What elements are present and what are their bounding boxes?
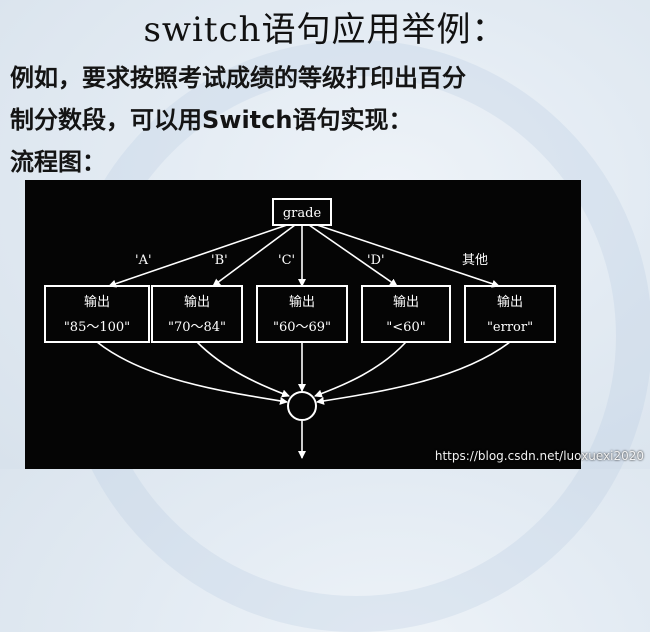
merge-arrows (96, 341, 511, 459)
text-line-3: 流程图： (10, 148, 106, 176)
output-box-3-title: 输出 (289, 294, 315, 310)
branch-label-other: 其他 (462, 253, 488, 268)
merge-arrow-4 (314, 341, 407, 398)
watermark: https://blog.csdn.net/luoxuexi2020 (434, 449, 644, 463)
branch-arrow-a (108, 224, 288, 288)
output-box-3: 输出 "60～69" (256, 285, 348, 343)
output-box-4-value: "<60" (386, 320, 425, 335)
output-box-3-value: "60～69" (273, 320, 331, 335)
text-line-2: 制分数段，可以用Switch语句实现： (10, 106, 413, 134)
branch-label-d: 'D' (367, 253, 385, 268)
slide-title: switch语句应用举例： (143, 10, 507, 50)
branch-arrow-b (212, 224, 296, 287)
output-box-2: 输出 "70～84" (151, 285, 243, 343)
flowchart: grade 'A' 'B' 'C' 'D' 其他 输出 "85～100" 输出 … (44, 198, 556, 459)
junction-circle (287, 391, 317, 421)
text-line-1: 例如，要求按照考试成绩的等级打印出百分 (10, 64, 466, 92)
output-box-5-value: "error" (487, 320, 533, 335)
output-box-5: 输出 "error" (464, 285, 556, 343)
branch-label-a: 'A' (135, 253, 152, 268)
output-box-1-title: 输出 (84, 294, 110, 310)
output-box-5-title: 输出 (497, 294, 523, 310)
output-box-4: 输出 "<60" (361, 285, 451, 343)
branch-arrows (108, 224, 500, 288)
merge-arrow-1 (96, 341, 288, 405)
branch-label-c: 'C' (278, 253, 295, 268)
flowchart-canvas: grade 'A' 'B' 'C' 'D' 其他 输出 "85～100" 输出 … (25, 180, 581, 469)
branch-arrow-d (308, 224, 398, 287)
merge-arrow-5 (316, 341, 511, 405)
output-box-2-title: 输出 (184, 294, 210, 310)
branch-arrow-other (316, 224, 500, 288)
output-box-2-value: "70～84" (168, 320, 226, 335)
branch-label-b: 'B' (211, 253, 228, 268)
output-box-1-value: "85～100" (64, 320, 130, 335)
output-box-4-title: 输出 (393, 294, 419, 310)
grade-node-label: grade (283, 206, 322, 221)
output-box-1: 输出 "85～100" (44, 285, 150, 343)
merge-arrow-2 (196, 341, 290, 398)
